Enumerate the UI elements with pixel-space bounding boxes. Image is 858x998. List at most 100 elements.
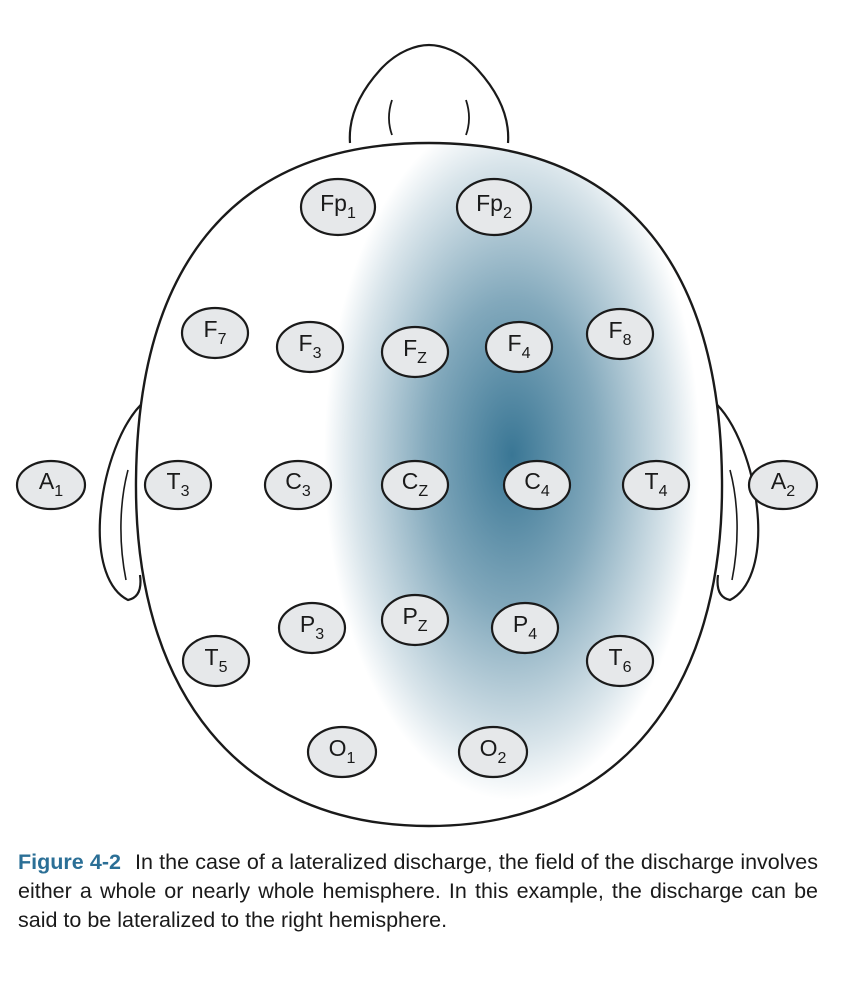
electrode-t6-label: T6 [609,644,632,676]
electrode-fp1: Fp1 [299,177,377,237]
electrode-t4-label: T4 [645,468,668,500]
electrode-a1-circle [15,459,87,511]
electrode-o2: O2 [457,725,529,779]
electrode-f4-subscript: 4 [522,345,531,362]
head-outline-stroke [134,141,724,828]
electrode-t6-circle [585,634,655,688]
electrode-p4-circle [490,601,560,655]
electrode-p4-subscript: 4 [528,626,537,643]
electrode-f3-base: F [299,330,313,356]
electrode-f4-circle [484,320,554,374]
electrode-fp2-label: Fp2 [476,190,512,222]
electrode-c3-base: C [285,468,302,494]
electrode-t6: T6 [585,634,655,688]
electrode-pz-circle [380,593,450,647]
electrode-a2-subscript: 2 [786,483,795,500]
electrode-o1-label: O1 [329,735,356,767]
electrode-o2-circle [457,725,529,779]
electrode-o1-base: O [329,735,347,761]
electrode-f3-label: F3 [299,330,322,362]
electrode-t3-subscript: 3 [181,483,190,500]
nose-outline [348,43,510,144]
electrode-t3-base: T [167,468,181,494]
electrode-f8-subscript: 8 [623,332,632,349]
nose-left-line [388,99,393,136]
electrode-f7: F7 [180,306,250,360]
electrode-f4-label: F4 [508,330,531,362]
electrode-p3-subscript: 3 [315,626,324,643]
electrode-t6-base: T [609,644,623,670]
caption-text: In the case of a lateralized discharge, … [18,850,818,932]
electrode-t5-base: T [205,644,219,670]
electrode-a1-base: A [39,468,55,494]
electrode-f8: F8 [585,307,655,361]
electrode-c4-base: C [524,468,541,494]
electrode-fp1-subscript: 1 [347,205,356,222]
electrode-pz-subscript: Z [418,618,428,635]
electrode-t4-subscript: 4 [659,483,668,500]
electrode-pz: PZ [380,593,450,647]
electrode-fz-base: F [403,335,417,361]
electrode-f8-base: F [609,317,623,343]
electrode-t3-circle [143,459,213,511]
right-ear-inner [729,469,738,581]
electrode-f7-label: F7 [204,316,227,348]
electrode-a1-label: A1 [39,468,63,500]
electrode-f3-subscript: 3 [313,345,322,362]
electrode-pz-base: P [402,603,417,629]
electrode-t4-circle [621,459,691,511]
electrode-fp1-base: Fp [320,190,347,216]
electrode-fp2-subscript: 2 [503,205,512,222]
electrode-cz: CZ [380,459,450,511]
electrode-t3: T3 [143,459,213,511]
electrode-fz: FZ [380,325,450,379]
electrode-a2-base: A [771,468,787,494]
electrode-f8-label: F8 [609,317,632,349]
electrode-o1-subscript: 1 [346,750,355,767]
electrode-fz-circle [380,325,450,379]
electrode-c4-subscript: 4 [541,483,550,500]
electrode-c3: C3 [263,459,333,511]
electrode-p4-label: P4 [513,611,537,643]
electrode-c4-circle [502,459,572,511]
electrode-cz-subscript: Z [418,483,428,500]
electrode-fp2: Fp2 [455,177,533,237]
electrode-f4-base: F [508,330,522,356]
electrode-t3-label: T3 [167,468,190,500]
electrode-f7-subscript: 7 [218,331,227,348]
electrode-cz-label: CZ [402,468,429,500]
electrode-a1-subscript: 1 [54,483,63,500]
electrode-t6-subscript: 6 [623,659,632,676]
electrode-o1: O1 [306,725,378,779]
electrode-t4-base: T [645,468,659,494]
electrode-fp2-circle [455,177,533,237]
electrode-f7-circle [180,306,250,360]
electrode-fp2-base: Fp [476,190,503,216]
electrode-p3-label: P3 [300,611,324,643]
electrode-p4: P4 [490,601,560,655]
electrode-p3-circle [277,601,347,655]
electrode-t5: T5 [181,634,251,688]
electrode-fz-label: FZ [403,335,427,367]
electrode-cz-circle [380,459,450,511]
electrode-c3-label: C3 [285,468,311,500]
electrode-f4: F4 [484,320,554,374]
electrode-c3-circle [263,459,333,511]
electrode-c3-subscript: 3 [302,483,311,500]
electrode-t5-subscript: 5 [219,659,228,676]
left-ear-inner [120,469,129,581]
electrode-c4-label: C4 [524,468,550,500]
electrode-t5-label: T5 [205,644,228,676]
electrode-t4: T4 [621,459,691,511]
electrode-f7-base: F [204,316,218,342]
electrode-o2-label: O2 [480,735,507,767]
electrode-a2: A2 [747,459,819,511]
electrode-p3: P3 [277,601,347,655]
electrode-o1-circle [306,725,378,779]
electrode-fp1-label: Fp1 [320,190,356,222]
electrode-f3-circle [275,320,345,374]
nose-right-line [465,99,470,136]
